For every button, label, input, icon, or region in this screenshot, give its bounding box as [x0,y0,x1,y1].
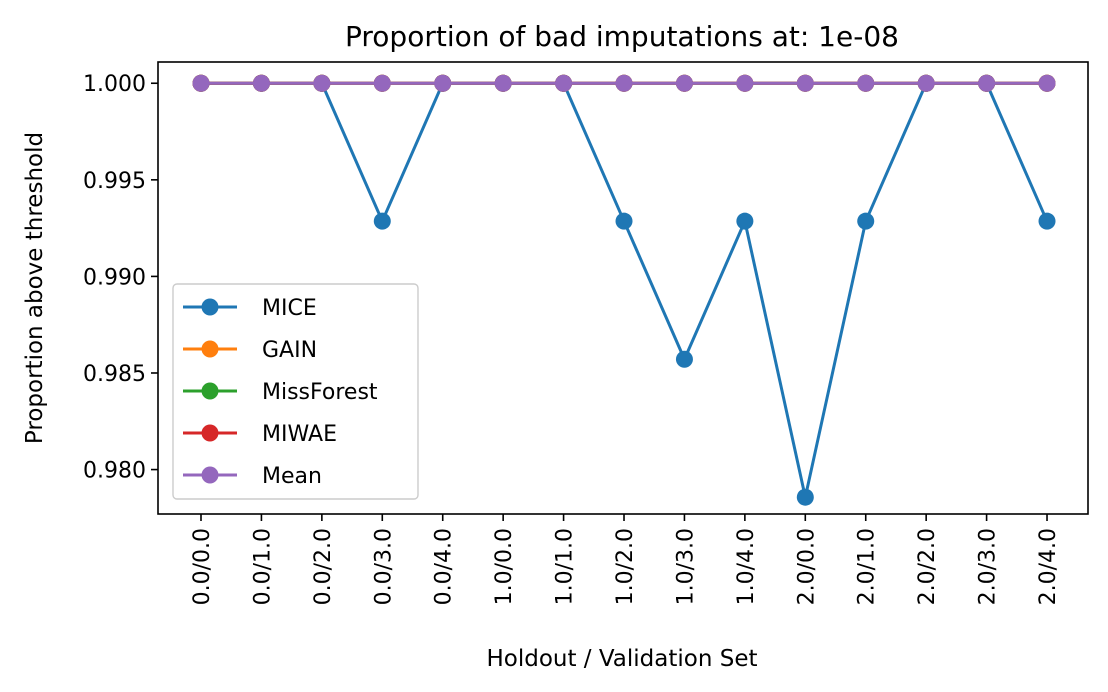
data-point [796,488,814,506]
legend-swatch-marker [201,382,219,400]
data-point [1038,212,1056,230]
data-point [736,74,754,92]
legend-swatch-marker [201,466,219,484]
x-tick-label: 0.0/0.0 [190,528,215,605]
legend-swatch-marker [201,424,219,442]
x-axis-label: Holdout / Validation Set [486,646,757,672]
data-point [373,212,391,230]
plot-frame [157,61,1089,515]
data-point [252,74,270,92]
plot-area [192,74,1056,506]
y-axis-label: Proportion above threshold [22,132,48,444]
x-tick-label: 1.0/3.0 [673,528,698,605]
data-point [675,350,693,368]
data-point [857,74,875,92]
y-tick-label: 0.990 [83,265,146,290]
legend-box [172,283,419,500]
data-point [313,74,331,92]
axis-ticks: 0.980 0.985 0.990 0.995 1.000 0.0/0.0 0.0/1.0 0… [83,72,1061,605]
series-mean [192,74,1056,92]
x-tick-label: 2.0/4.0 [1036,528,1061,605]
y-tick-label: 0.980 [83,459,146,484]
legend-swatch-marker [201,298,219,316]
x-tick-label: 2.0/3.0 [976,528,1001,605]
data-point [192,74,210,92]
x-tick-label: 1.0/1.0 [553,528,578,605]
x-tick-label: 2.0/2.0 [915,528,940,605]
data-point [675,74,693,92]
data-point [615,74,633,92]
x-tick-label: 2.0/0.0 [794,528,819,605]
data-point [736,212,754,230]
x-tick-label: 2.0/1.0 [855,528,880,605]
legend-label: Mean [262,464,322,489]
data-point [978,74,996,92]
data-point [555,74,573,92]
data-point [1038,74,1056,92]
legend-label: GAIN [262,338,317,363]
y-tick-label: 0.985 [83,362,146,387]
data-point [494,74,512,92]
data-point [857,212,875,230]
y-tick-label: 0.995 [83,169,146,194]
legend-label: MIWAE [262,422,337,447]
x-tick-label: 0.0/2.0 [311,528,336,605]
x-tick-label: 1.0/0.0 [492,528,517,605]
data-point [434,74,452,92]
x-tick-label: 0.0/4.0 [432,528,457,605]
x-tick-label: 0.0/1.0 [250,528,275,605]
data-point [373,74,391,92]
legend-swatch-marker [201,340,219,358]
x-tick-label: 0.0/3.0 [371,528,396,605]
x-tick-label: 1.0/2.0 [613,528,638,605]
data-point [917,74,935,92]
data-point [615,212,633,230]
data-point [796,74,814,92]
y-tick-label: 1.000 [83,72,146,97]
legend-label: MICE [262,296,317,321]
chart-title: Proportion of bad imputations at: 1e-08 [345,20,899,53]
x-tick-label: 1.0/4.0 [734,528,759,605]
legend-label: MissForest [262,380,378,405]
